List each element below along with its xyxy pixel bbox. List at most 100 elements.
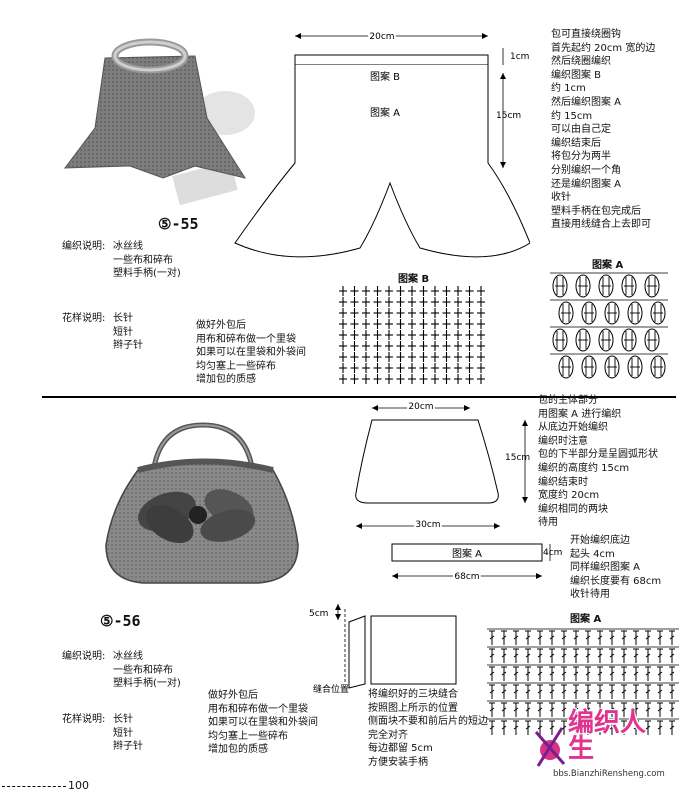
stitch-dc xyxy=(501,666,507,681)
site-logo xyxy=(534,727,566,767)
stitch-cross xyxy=(477,363,485,373)
stitch-cross xyxy=(350,319,359,329)
stitch-cross xyxy=(419,341,428,351)
stitch-cluster xyxy=(604,301,620,325)
stitch-cross xyxy=(454,286,462,296)
stitch-dc xyxy=(525,630,531,645)
pattern-b-label-55: 图案 B xyxy=(370,70,400,83)
stitch-cluster xyxy=(644,328,660,352)
stitch-dc xyxy=(501,648,507,663)
stitch-cross xyxy=(362,341,370,351)
stitch-cross xyxy=(373,319,382,329)
width-label-55: 20cm xyxy=(369,32,394,42)
stitch-cross xyxy=(477,297,485,307)
materials-label-56: 编织说明: xyxy=(62,651,106,662)
pattern-number-56: ⑤-56 xyxy=(100,612,141,630)
stitch-dc xyxy=(561,648,567,663)
stitch-dc xyxy=(489,630,495,645)
stitch-cross xyxy=(431,374,439,384)
stitches-label-55: 花样说明: xyxy=(62,313,106,324)
stitch-dc xyxy=(549,630,555,645)
stitch-dc xyxy=(549,684,555,699)
stitch-cross xyxy=(431,352,439,362)
stitch-cross xyxy=(419,308,428,318)
stitch-cross xyxy=(454,363,462,373)
stitch-dc xyxy=(585,630,591,645)
stitch-cluster xyxy=(575,274,591,298)
stitch-cross xyxy=(362,308,370,318)
stitch-dc xyxy=(549,666,555,681)
stitch-cross xyxy=(373,352,382,362)
stitch-cross xyxy=(442,374,451,384)
stitch-dc xyxy=(621,666,627,681)
stitch-dc xyxy=(525,666,531,681)
chart-a-56 xyxy=(487,628,679,735)
materials-label-55: 编织说明: xyxy=(62,241,106,252)
stitch-cross xyxy=(454,374,462,384)
stitch-cross xyxy=(431,286,439,296)
stitch-cross xyxy=(339,297,347,307)
materials-list-55: 冰丝线 一些布和碎布 塑料手柄(一对) xyxy=(113,241,181,280)
stitches-list-55: 长针 短针 辫子针 xyxy=(113,313,143,352)
stitch-dc xyxy=(669,666,675,681)
stitch-dc xyxy=(633,648,639,663)
pattern-number-55: ⑤-55 xyxy=(158,215,199,233)
stitch-dc xyxy=(513,630,519,645)
stitch-cross xyxy=(477,286,485,296)
stitch-dc xyxy=(609,702,615,717)
stitch-cluster xyxy=(552,328,568,352)
stitch-cross xyxy=(350,352,359,362)
stitch-dc xyxy=(669,720,675,735)
strip-diagram-56: 图案 A 4cm 68cm xyxy=(391,543,562,584)
stitch-dc xyxy=(633,666,639,681)
seam-label-56: 缝合位置 xyxy=(313,683,349,694)
stitch-cross xyxy=(419,374,428,384)
stitch-dc xyxy=(525,720,531,735)
stitch-cluster xyxy=(598,328,614,352)
stitch-dc xyxy=(597,702,603,717)
stitch-cross xyxy=(362,374,370,384)
stitch-dc xyxy=(561,684,567,699)
body-bottom-width-56: 30cm xyxy=(415,520,440,530)
stitch-cross xyxy=(477,374,485,384)
stitch-dc xyxy=(549,702,555,717)
stitch-dc xyxy=(537,720,543,735)
stitch-cross xyxy=(396,319,405,329)
bag-diagram-55: 20cm 1cm 15cm 图案 B 图案 A xyxy=(234,30,530,258)
stitch-dc xyxy=(489,684,495,699)
site-logo-text: 编织人生 xyxy=(568,708,647,764)
stitch-dc xyxy=(585,666,591,681)
stitch-dc xyxy=(597,630,603,645)
stitch-cluster xyxy=(598,274,614,298)
stitch-cross xyxy=(350,286,359,296)
stitch-dc xyxy=(525,702,531,717)
stitch-cross xyxy=(362,286,370,296)
stitch-dc xyxy=(561,630,567,645)
stitch-cluster xyxy=(627,301,643,325)
assembly-instructions-56: 将编织好的三块缝合 按照图上所示的位置 侧面块不要和前后片的短边 完全对齐 每边… xyxy=(368,689,488,768)
stitch-cross xyxy=(465,363,474,373)
chart-a-55 xyxy=(550,272,668,379)
strip-instructions-56: 开始编织底边 起头 4cm 同样编织图案 A 编织长度要有 68cm 收针待用 xyxy=(570,535,662,601)
stitch-cluster xyxy=(581,355,597,379)
stitch-cross xyxy=(431,297,439,307)
stitch-dc xyxy=(573,684,579,699)
stitch-cross xyxy=(465,308,474,318)
stitch-dc xyxy=(573,720,579,735)
stitch-cross xyxy=(442,308,451,318)
stitch-dc xyxy=(525,684,531,699)
section-divider xyxy=(42,396,676,398)
stitch-cross xyxy=(350,297,359,307)
stitch-dc xyxy=(609,684,615,699)
stitch-cross xyxy=(396,308,405,318)
stitch-cross xyxy=(385,319,393,329)
stitch-cross xyxy=(385,352,393,362)
stitch-cluster xyxy=(558,301,574,325)
stitch-cross xyxy=(431,308,439,318)
stitch-cross xyxy=(465,341,474,351)
stitch-dc xyxy=(573,630,579,645)
stitch-dc xyxy=(669,684,675,699)
stitch-cross xyxy=(419,352,428,362)
stitch-cross xyxy=(362,352,370,362)
stitch-dc xyxy=(645,630,651,645)
